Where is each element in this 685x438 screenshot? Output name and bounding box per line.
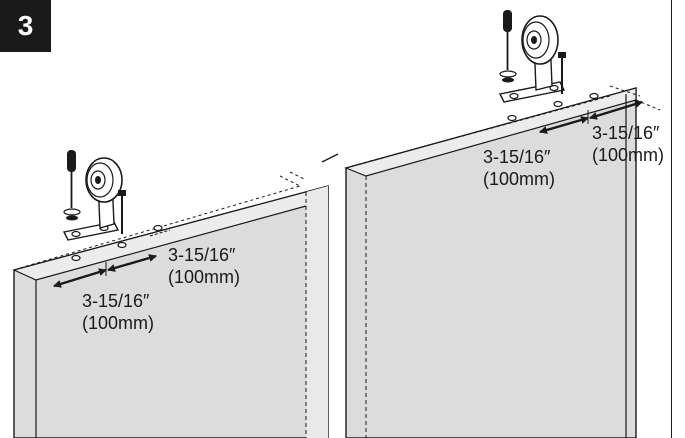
dim-metric: (100mm) xyxy=(592,145,665,165)
page-border-right xyxy=(671,0,672,438)
right-dim-label-center: 3-15/16″ (100mm) xyxy=(483,146,555,190)
right-door-hole xyxy=(507,114,517,122)
dim-metric: (100mm) xyxy=(82,313,155,333)
step-number: 3 xyxy=(17,10,34,41)
right-dim-arrow xyxy=(539,116,589,134)
right-dim-label-edge: 3-15/16″ (100mm) xyxy=(592,122,664,166)
dim-imperial: 3-15/16″ xyxy=(592,123,660,143)
left-door-side-edge xyxy=(306,186,328,438)
left-door-hole xyxy=(153,224,163,232)
left-door xyxy=(12,150,329,438)
dim-imperial: 3-15/16″ xyxy=(483,147,551,167)
left-door-hole xyxy=(117,241,127,249)
roller-hanger-icon xyxy=(62,150,126,241)
left-dim-label-lower: 3-15/16″ (100mm) xyxy=(82,290,154,334)
step-number-badge: 3 xyxy=(0,0,51,52)
right-door-hole xyxy=(589,92,599,100)
roller-hanger-icon xyxy=(498,10,566,103)
dim-imperial: 3-15/16″ xyxy=(168,245,236,265)
right-dim-arrow xyxy=(589,100,643,120)
dim-metric: (100mm) xyxy=(483,169,556,189)
left-dim-label-upper: 3-15/16″ (100mm) xyxy=(168,244,240,288)
right-door xyxy=(344,10,661,438)
dim-metric: (100mm) xyxy=(168,267,241,287)
left-door-hole xyxy=(71,254,81,262)
dim-imperial: 3-15/16″ xyxy=(82,291,150,311)
right-door-hole xyxy=(553,100,563,108)
left-dim-arrow xyxy=(107,254,157,272)
left-dim-arrow xyxy=(53,268,107,288)
